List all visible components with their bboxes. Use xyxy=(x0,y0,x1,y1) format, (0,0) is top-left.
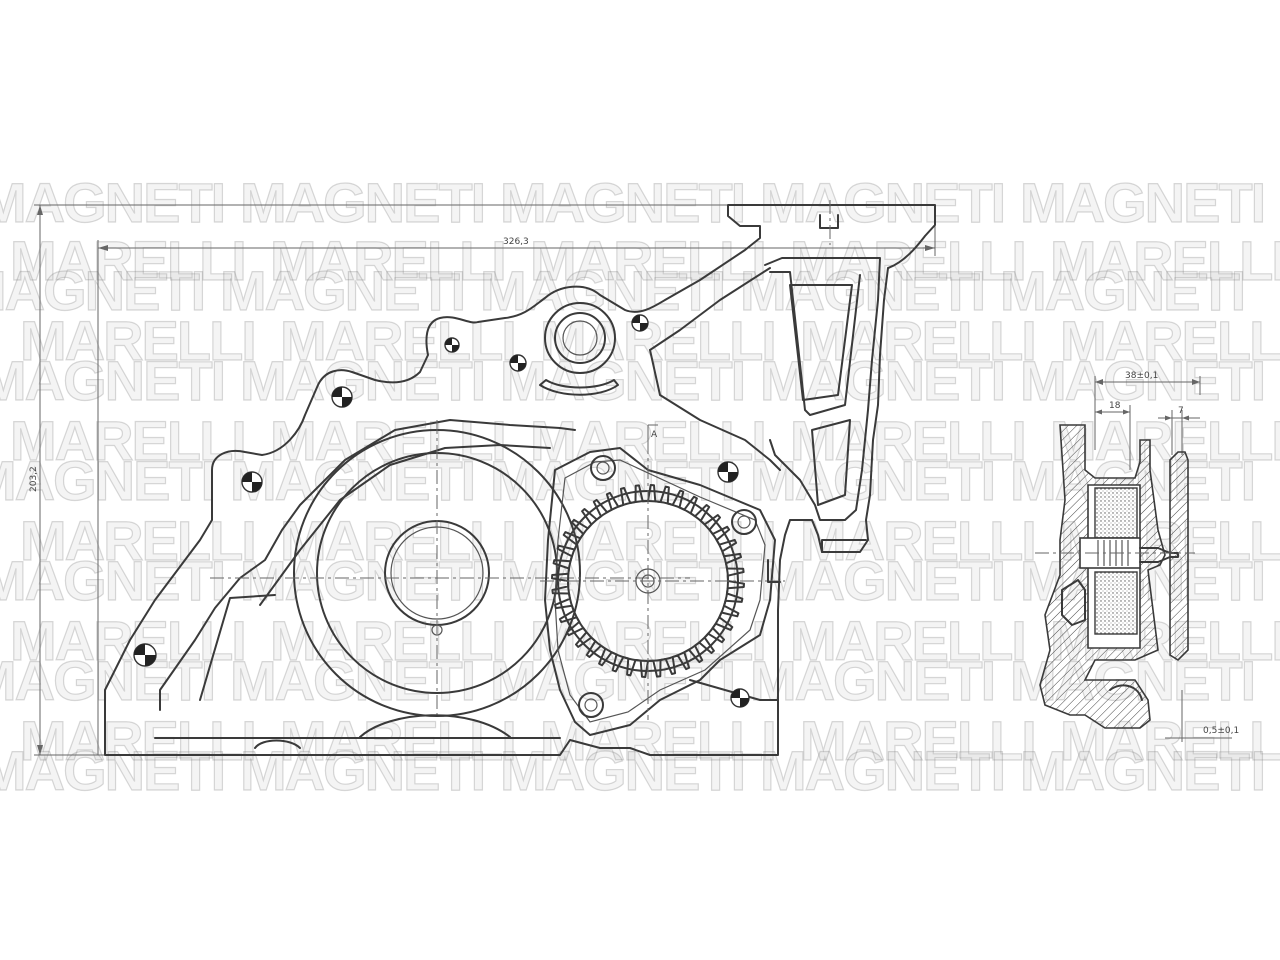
watermark-row: MARELLI xyxy=(20,509,255,572)
main-dimensions: 326,3 203,2 xyxy=(29,204,936,756)
section-bottom-label: 0,5±0,1 xyxy=(1203,726,1239,736)
watermark-row: MAGNETI xyxy=(230,449,474,512)
section-width-label: 38±0,1 xyxy=(1125,371,1158,381)
watermark-row: MAGNETI xyxy=(750,649,994,712)
watermark-row: MARELLI xyxy=(800,309,1035,372)
dimension-height-label: 203,2 xyxy=(29,466,39,492)
watermark-row: MARELLI xyxy=(790,229,1025,292)
watermark-row: MARELLI xyxy=(800,709,1035,772)
dimension-width-label: 326,3 xyxy=(503,237,529,247)
watermark-row: MARELLI xyxy=(270,229,505,292)
watermark-row: MARELLI xyxy=(10,409,245,472)
watermark-row: MAGNETI xyxy=(0,349,224,412)
watermark-row: MARELLI xyxy=(790,409,1025,472)
watermark-row: MAGNETI xyxy=(500,739,744,802)
watermark-row: MARELLI xyxy=(20,709,255,772)
watermark-row: MAGNETI xyxy=(500,349,744,412)
housing-inner-contour xyxy=(154,419,576,739)
watermark-row: MAGNETI xyxy=(0,449,214,512)
watermark-row: MARELLI xyxy=(540,309,775,372)
watermark-row: MAGNETI xyxy=(240,171,484,234)
housing-outer-contour xyxy=(104,204,936,756)
watermark-row: MARELLI xyxy=(280,309,515,372)
watermark-row: MARELLI xyxy=(1060,309,1280,372)
centre-marks xyxy=(133,314,750,708)
watermark-row: MAGNETI xyxy=(0,549,224,612)
watermark-row: MARELLI xyxy=(540,709,775,772)
watermark-row: MAGNETI xyxy=(240,739,484,802)
watermark-row: MARELLI xyxy=(10,229,245,292)
watermark-row: MAGNETI xyxy=(760,349,1004,412)
section-offset-label: 7 xyxy=(1178,406,1184,416)
watermark-row: MARELLI xyxy=(270,409,505,472)
upper-boss xyxy=(544,302,616,374)
watermark-row: MARELLI xyxy=(20,309,255,372)
watermark-row: MARELLI xyxy=(270,609,505,672)
watermark-row: MAGNETI xyxy=(0,649,214,712)
outlet-bracket xyxy=(764,257,881,521)
watermark-row: MAGNETI xyxy=(1020,171,1264,234)
watermark-row: MAGNETI xyxy=(750,449,994,512)
watermark-row: MAGNETI xyxy=(0,739,224,802)
watermark-row: MAGNETI xyxy=(740,259,984,322)
section-marker: A xyxy=(651,430,658,440)
watermark-row: MAGNETI xyxy=(490,449,734,512)
watermark-row: MAGNETI xyxy=(240,349,484,412)
watermark-row: MAGNETI xyxy=(760,739,1004,802)
watermark-row: MAGNETI xyxy=(1020,739,1264,802)
section-inner-label: 18 xyxy=(1109,401,1121,411)
gear-cover-plate xyxy=(544,447,776,736)
watermark-row: MARELLI xyxy=(790,609,1025,672)
watermark-row: MAGNETI xyxy=(760,549,1004,612)
watermark-row: MAGNETI xyxy=(0,259,204,322)
watermark-row: MAGNETI xyxy=(220,259,464,322)
watermark-row: MARELLI xyxy=(1050,229,1280,292)
watermark-row: MAGNETI xyxy=(0,171,224,234)
watermark-row: MAGNETI xyxy=(1020,349,1264,412)
watermark-row: MAGNETI xyxy=(760,171,1004,234)
section-view: 38±0,1 18 7 0,5±0,1 xyxy=(1035,371,1239,742)
pump-housing: A xyxy=(104,200,936,756)
watermark-row: MAGNETI xyxy=(1000,259,1244,322)
watermark-row: MAGNETI xyxy=(500,171,744,234)
watermark: MAGNETI MAGNETI MAGNETI MAGNETI MAGNETI … xyxy=(0,170,1280,802)
watermark-row: MAGNETI xyxy=(240,549,484,612)
